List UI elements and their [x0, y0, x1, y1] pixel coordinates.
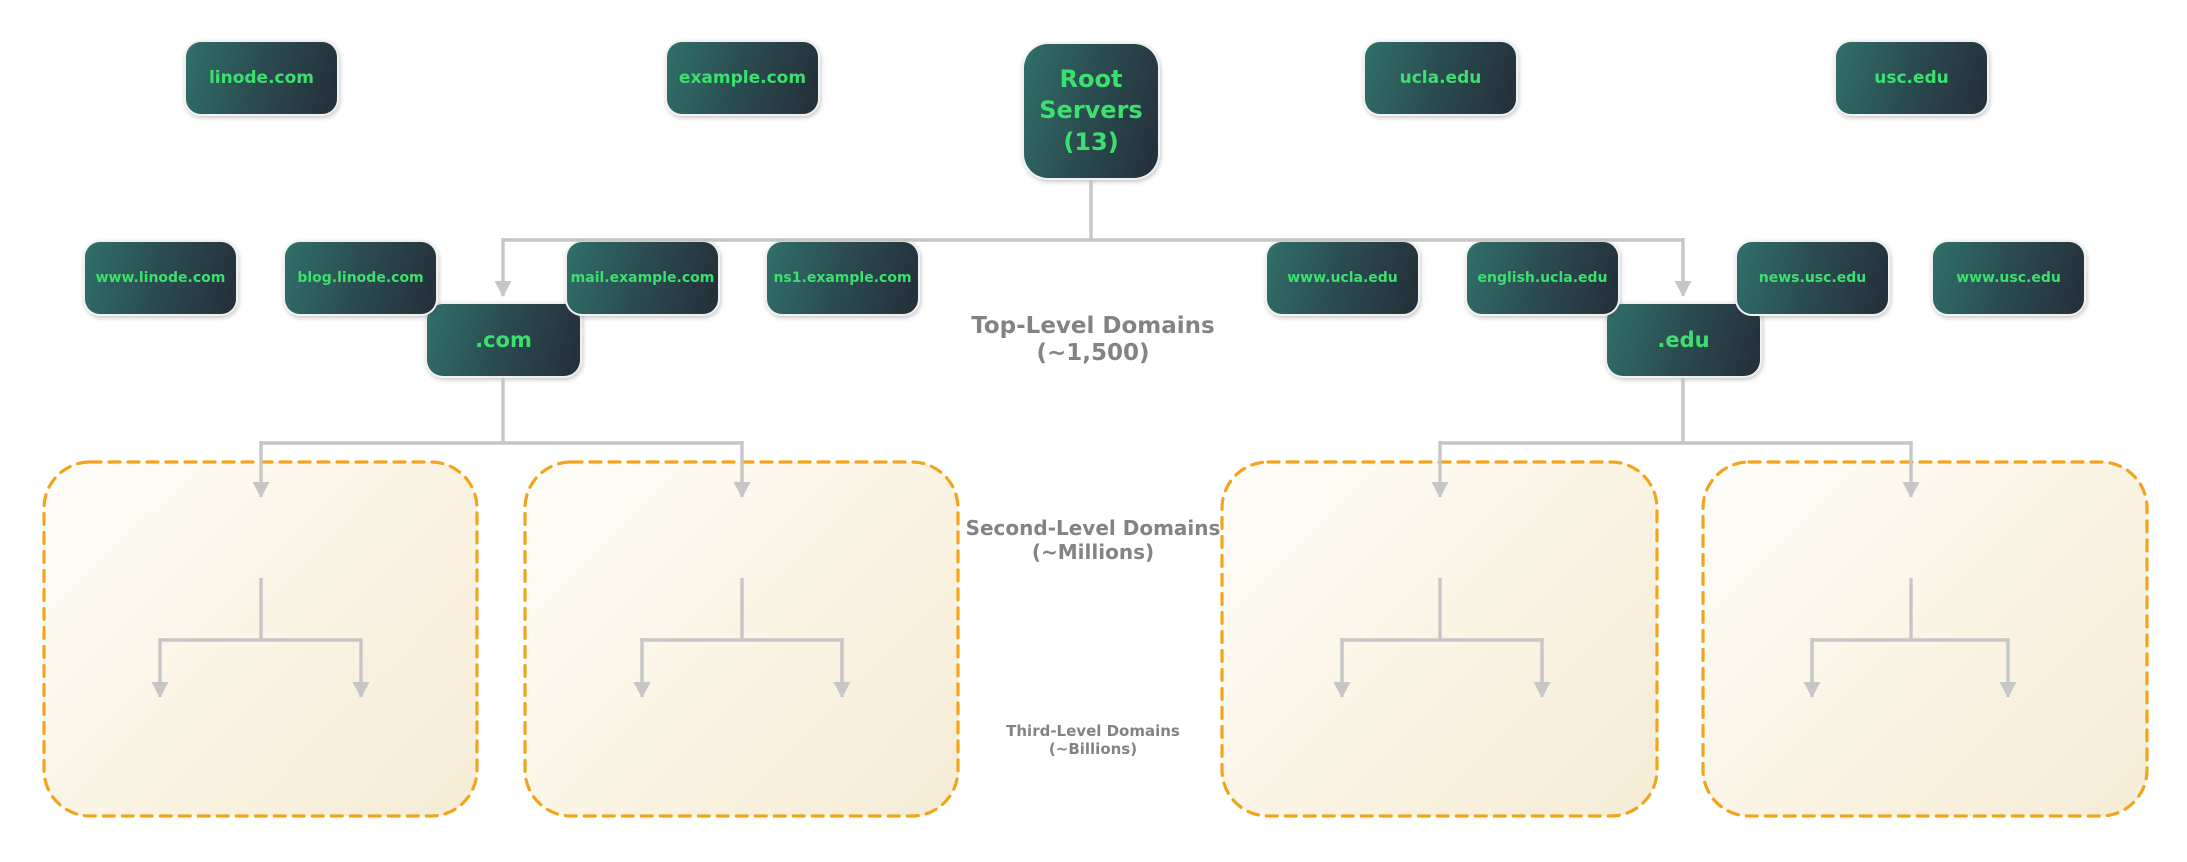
level-label-subtitle: (~1,500)	[1036, 340, 1150, 366]
node-linode-com: linode.com	[184, 40, 339, 116]
node-example-com: example.com	[665, 40, 820, 116]
node-ucla-edu: ucla.edu	[1363, 40, 1518, 116]
group-usc-edu	[1703, 462, 2147, 816]
node-usc-edu: usc.edu	[1834, 40, 1989, 116]
level-label-title: Top-Level Domains	[971, 313, 1215, 339]
group-linode-com	[44, 462, 477, 816]
level-label-subtitle: (~Millions)	[1031, 540, 1155, 564]
level-label-subtitle: (~Billions)	[1048, 740, 1138, 758]
node-tld-edu: .edu	[1605, 302, 1762, 378]
node-root-servers: Root Servers (13)	[1022, 42, 1160, 180]
level-label-title: Second-Level Domains	[965, 516, 1221, 540]
node-ns1-example-com: ns1.example.com	[765, 240, 920, 316]
node-mail-example-com: mail.example.com	[565, 240, 720, 316]
node-english-ucla-edu: english.ucla.edu	[1465, 240, 1620, 316]
label-third-level-domains: Third-Level Domains (~Billions)	[918, 722, 1268, 758]
node-www-usc-edu: www.usc.edu	[1931, 240, 2086, 316]
node-www-linode-com: www.linode.com	[83, 240, 238, 316]
node-blog-linode-com: blog.linode.com	[283, 240, 438, 316]
label-top-level-domains: Top-Level Domains (~1,500)	[843, 313, 1343, 367]
level-label-title: Third-Level Domains	[1006, 722, 1180, 740]
node-www-ucla-edu: www.ucla.edu	[1265, 240, 1420, 316]
label-second-level-domains: Second-Level Domains (~Millions)	[893, 516, 1293, 564]
node-news-usc-edu: news.usc.edu	[1735, 240, 1890, 316]
node-tld-com: .com	[425, 302, 582, 378]
